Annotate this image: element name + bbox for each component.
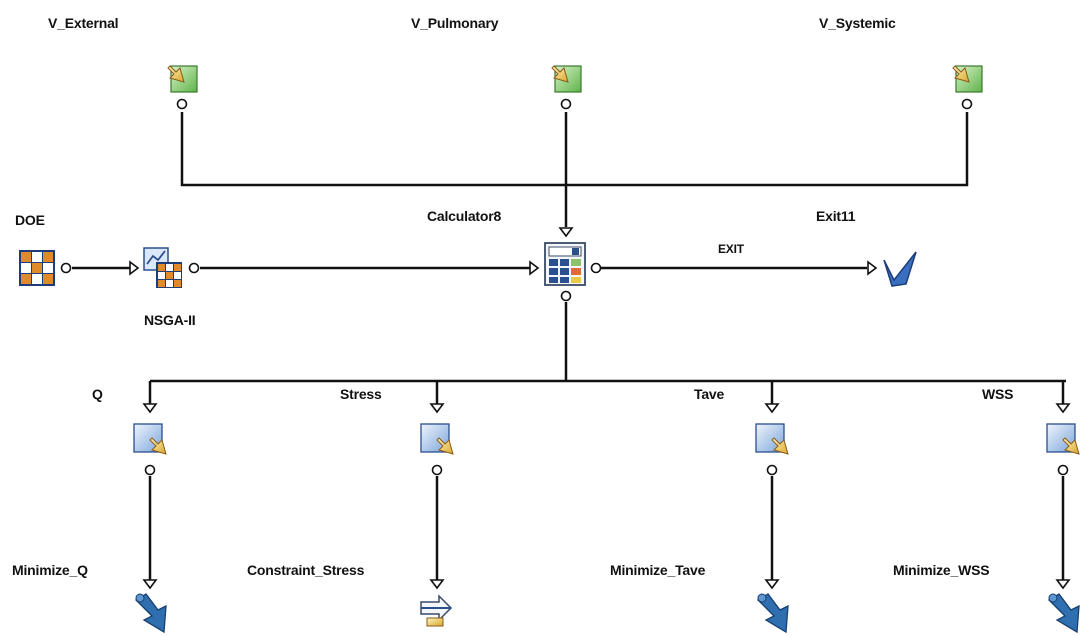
- input-node-v-systemic[interactable]: [952, 65, 983, 110]
- output-node-wss[interactable]: [1046, 403, 1080, 476]
- output-arrow-icon: [771, 437, 789, 455]
- link-v-external[interactable]: [180, 112, 566, 187]
- objective-node-minimize-tave[interactable]: [756, 579, 789, 634]
- input-arrow-icon: [167, 65, 185, 83]
- output-port[interactable]: [766, 464, 778, 476]
- output-port[interactable]: [60, 262, 72, 274]
- output-port[interactable]: [431, 464, 443, 476]
- calculator-icon: [544, 242, 586, 286]
- label-minimize-tave: Minimize_Tave: [610, 562, 706, 578]
- input-arrow-icon: [551, 65, 569, 83]
- label-v-systemic: V_Systemic: [819, 15, 896, 31]
- label-nsga: NSGA-II: [144, 312, 196, 328]
- output-node-q[interactable]: [133, 403, 167, 476]
- label-output-q: Q: [92, 386, 103, 402]
- output-port-right[interactable]: [590, 262, 602, 274]
- constraint-node-stress[interactable]: [420, 579, 453, 627]
- output-port[interactable]: [1057, 464, 1069, 476]
- nsga-node[interactable]: [129, 247, 200, 288]
- input-port[interactable]: [429, 579, 445, 590]
- label-output-tave: Tave: [694, 386, 725, 402]
- objective-node-minimize-wss[interactable]: [1047, 579, 1080, 634]
- label-calculator: Calculator8: [427, 208, 502, 224]
- label-output-wss: WSS: [982, 386, 1014, 402]
- input-port[interactable]: [1055, 403, 1071, 414]
- input-port[interactable]: [867, 260, 878, 276]
- output-port[interactable]: [961, 98, 973, 110]
- label-v-pulmonary: V_Pulmonary: [411, 15, 499, 31]
- label-doe: DOE: [15, 212, 45, 228]
- connections: [72, 112, 1066, 583]
- label-v-external: V_External: [48, 15, 119, 31]
- input-port[interactable]: [764, 403, 780, 414]
- label-exit-node: Exit11: [816, 208, 856, 224]
- output-arrow-icon: [149, 437, 167, 455]
- input-port[interactable]: [429, 403, 445, 414]
- label-minimize-wss: Minimize_WSS: [893, 562, 990, 578]
- output-port-bottom[interactable]: [560, 290, 572, 302]
- objective-node-minimize-q[interactable]: [134, 579, 167, 634]
- input-port[interactable]: [764, 579, 780, 590]
- calculator-node[interactable]: [529, 227, 602, 302]
- input-port[interactable]: [1055, 579, 1071, 590]
- constraint-icon: [420, 594, 453, 627]
- label-constraint-stress: Constraint_Stress: [247, 562, 365, 578]
- exit-icon: [883, 251, 917, 287]
- exit-node[interactable]: [867, 251, 917, 287]
- doe-node[interactable]: [19, 250, 72, 286]
- minimize-icon: [134, 593, 167, 634]
- output-port[interactable]: [560, 98, 572, 110]
- input-port[interactable]: [142, 403, 158, 414]
- output-arrow-icon: [436, 437, 454, 455]
- input-port[interactable]: [129, 260, 140, 276]
- output-port[interactable]: [176, 98, 188, 110]
- output-port[interactable]: [144, 464, 156, 476]
- input-port-left[interactable]: [529, 260, 540, 276]
- input-arrow-icon: [952, 65, 970, 83]
- label-minimize-q: Minimize_Q: [12, 562, 88, 578]
- minimize-icon: [756, 593, 789, 634]
- scheduler-icon: [143, 247, 182, 288]
- link-v-systemic[interactable]: [566, 112, 969, 187]
- label-output-stress: Stress: [340, 386, 382, 402]
- output-port[interactable]: [188, 262, 200, 274]
- minimize-icon: [1047, 593, 1080, 634]
- input-node-v-pulmonary[interactable]: [551, 65, 582, 110]
- output-node-stress[interactable]: [420, 403, 454, 476]
- input-node-v-external[interactable]: [167, 65, 198, 110]
- input-port[interactable]: [142, 579, 158, 590]
- output-arrow-icon: [1062, 437, 1080, 455]
- label-exit-link: EXIT: [718, 242, 744, 256]
- input-port-top[interactable]: [558, 227, 574, 238]
- grid-icon: [19, 250, 55, 286]
- output-node-tave[interactable]: [755, 403, 789, 476]
